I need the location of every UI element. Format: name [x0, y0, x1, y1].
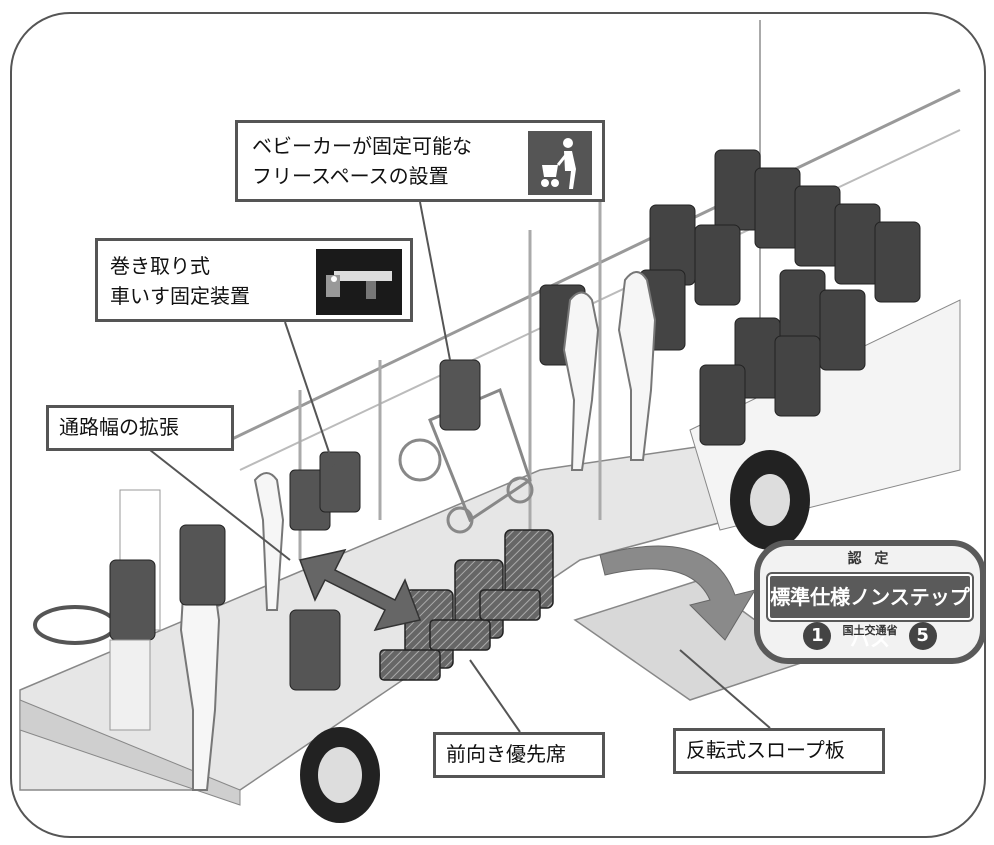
wheelchair-callout-line1: 巻き取り式: [110, 254, 210, 278]
priority-seats: [379, 529, 554, 681]
badge-bottom-row: 1 国土交通省 5: [760, 622, 980, 656]
badge-right-number: 5: [908, 622, 937, 650]
aisle-width-arrow: [298, 548, 422, 632]
wheelchair-callout-line2: 車いす固定装置: [110, 284, 250, 308]
wheelchair-restraint-callout: 巻き取り式 車いす固定装置: [95, 238, 413, 322]
ramp-callout: 反転式スロープ板: [673, 728, 885, 774]
wheelchair-restraint-photo-icon: [316, 249, 402, 315]
aisle-width-callout: 通路幅の拡張: [46, 405, 234, 451]
badge-title: 標準仕様ノンステップバス: [768, 574, 972, 651]
stroller-callout-line2: フリースペースの設置: [252, 164, 449, 188]
certification-badge: 認 定 標準仕様ノンステップバス 1 国土交通省 5: [754, 540, 986, 664]
stroller-space-callout: ベビーカーが固定可能な フリースペースの設置: [235, 120, 605, 202]
badge-ministry: 国土交通省: [842, 624, 898, 637]
badge-header: 認 定: [847, 551, 893, 567]
priority-seat-callout: 前向き優先席: [433, 732, 605, 778]
badge-left-number: 1: [803, 622, 832, 650]
stroller-callout-line1: ベビーカーが固定可能な: [252, 134, 472, 158]
stroller-icon: [528, 131, 592, 195]
ramp-flip-arrow: [599, 545, 757, 641]
